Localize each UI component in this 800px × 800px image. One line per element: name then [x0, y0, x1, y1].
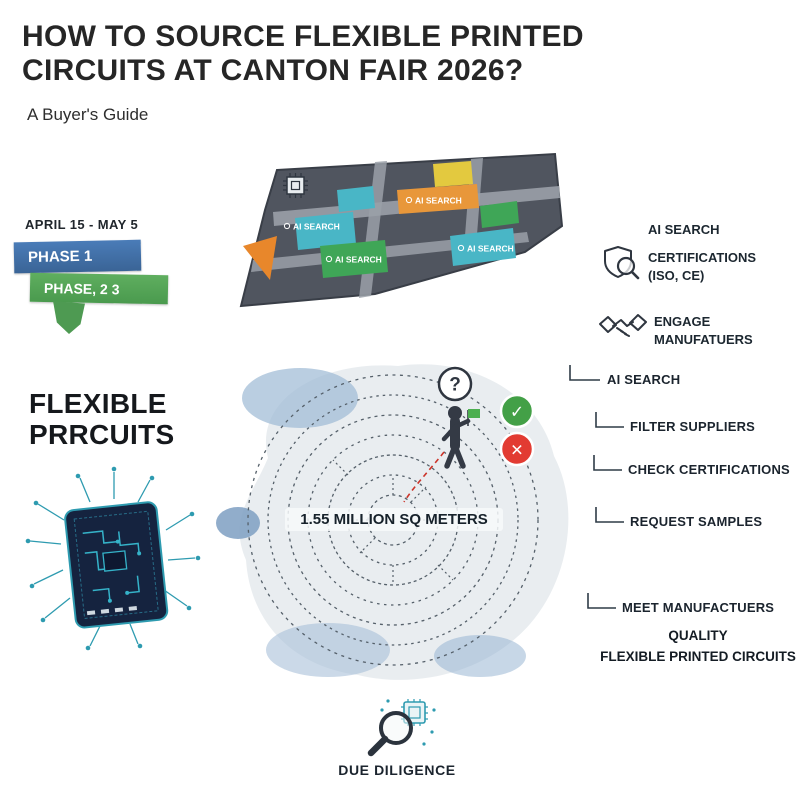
buyer-figure: [441, 406, 480, 469]
map-marker-triangle: [243, 236, 277, 280]
step-request-samples: REQUEST SAMPLES: [630, 514, 763, 529]
map-hall-teal: [450, 228, 516, 266]
route-line: [403, 451, 445, 503]
magnifier-lens: [379, 711, 413, 745]
map-label: AI SEARCH: [293, 222, 340, 232]
shield-magnifier-icon: [604, 246, 640, 280]
phase2-ribbon: PHASE, 2 3: [29, 272, 169, 305]
exhibition-map: AI SEARCH AI SEARCH AI SEARCH AI SEARCH: [239, 152, 564, 308]
map-label: AI SEARCH: [467, 244, 514, 254]
page-title: HOW TO SOURCE FLEXIBLE PRINTED CIRCUITS …: [22, 20, 584, 88]
map-pin-icon: [283, 222, 291, 230]
phase1-label: PHASE 1: [27, 247, 93, 267]
check-icon: ✓: [499, 393, 535, 429]
circuit-nodes: [25, 466, 201, 651]
legend-certifications: CERTIFICATIONS (ISO, CE): [648, 250, 757, 283]
map-pin-icon: [457, 244, 465, 252]
cross-icon: ✕: [499, 431, 535, 467]
blob-accent: [216, 507, 260, 539]
phase2-label: PHASE, 2 3: [43, 279, 120, 297]
due-diligence-label: DUE DILIGENCE: [338, 762, 456, 778]
map-hall-teal: [337, 186, 375, 212]
flexible-circuit-illustration: [25, 466, 201, 651]
step-meet-manufacturers: MEET MANUFACTUERS: [622, 600, 775, 615]
circuit-traces: [29, 472, 196, 647]
outcome-text: QUALITY FLEXIBLE PRINTED CIRCUITS: [600, 628, 796, 664]
map-hall-green: [480, 201, 519, 228]
legend-ai-search: AI SEARCH: [648, 222, 720, 237]
legend-engage: ENGAGE MANUFATUERS: [654, 314, 753, 347]
svg-text:?: ?: [449, 375, 461, 396]
step-check-certifications: CHECK CERTIFICATIONS: [628, 462, 790, 477]
product-headline: FLEXIBLE PRRCUITS: [29, 388, 175, 451]
map-hall-green: [320, 240, 388, 278]
map-hall-orange: [397, 184, 479, 214]
chip-icon: [283, 173, 308, 198]
svg-text:✕: ✕: [510, 441, 523, 460]
ribbon-tail: [53, 301, 85, 334]
question-icon: ?: [437, 366, 473, 402]
blob-accent: [434, 635, 526, 677]
map-pin-icon: [405, 196, 413, 204]
page-title-line1: HOW TO SOURCE FLEXIBLE PRINTED: [22, 20, 584, 53]
step-ai-search: AI SEARCH: [607, 372, 681, 387]
svg-text:✓: ✓: [510, 403, 524, 423]
due-diligence-icon: [367, 699, 436, 757]
map-hall-yellow: [433, 161, 473, 187]
circuit-board: [64, 501, 169, 629]
map-pin-icon: [325, 255, 333, 263]
phase1-ribbon: PHASE 1: [13, 239, 142, 274]
blob-accent: [242, 368, 358, 428]
page-subtitle: A Buyer's Guide: [27, 105, 149, 124]
magnifier-handle: [367, 735, 389, 757]
step-filter-suppliers: FILTER SUPPLIERS: [630, 419, 756, 434]
map-hall-teal: [295, 212, 356, 250]
map-label: AI SEARCH: [335, 255, 382, 265]
trace-dots: [380, 699, 436, 746]
venue-area-text: 1.55 MILLION SQ METERS: [285, 508, 503, 531]
map-base: [239, 152, 564, 308]
flag-icon: [468, 409, 480, 418]
date-range: APRIL 15 - MAY 5: [25, 217, 139, 232]
handshake-icon: [599, 314, 647, 337]
page-title-line2: CIRCUITS AT CANTON FAIR 2026?: [22, 54, 524, 88]
map-label: AI SEARCH: [415, 196, 462, 206]
